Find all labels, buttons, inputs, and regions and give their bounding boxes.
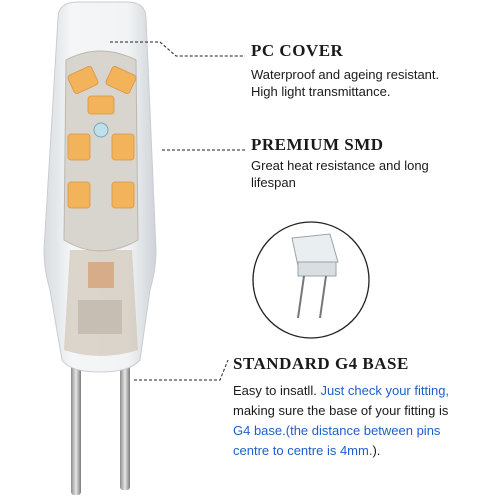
g4-base-line-1-a: Easy to insatll. bbox=[233, 383, 321, 398]
pc-cover-line-1: Waterproof and ageing resistant. bbox=[251, 67, 440, 82]
g4-base-line-2: making sure the base of your fitting is bbox=[233, 403, 449, 418]
left-pin bbox=[71, 355, 81, 495]
g4-base-description: Easy to insatll. Just check your fitting… bbox=[233, 381, 498, 461]
pc-cover-title: PC COVER bbox=[251, 41, 344, 60]
premium-smd-line-2: lifespan bbox=[251, 175, 296, 190]
g4-base-line-3-a: G4 base. bbox=[233, 423, 286, 438]
g4-base-line-3: G4 base.(the distance between pins bbox=[233, 421, 498, 441]
g4-base-line-1-b: Just check your fitting, bbox=[320, 383, 450, 398]
smd-led-chips bbox=[67, 66, 137, 209]
right-pin bbox=[120, 355, 130, 490]
g4-base-title: STANDARD G4 BASE bbox=[233, 354, 409, 373]
g4-base-line-4: centre to centre is 4mm.). bbox=[233, 441, 498, 461]
g4-base-line-3-b: (the distance between pins bbox=[285, 423, 441, 438]
g4-base-line-4-b: ). bbox=[372, 443, 381, 458]
pc-cover-line-2: High light transmittance. bbox=[251, 84, 391, 99]
premium-smd-title: PREMIUM SMD bbox=[251, 135, 384, 154]
g4-base-line-4-a: centre to centre is 4mm. bbox=[233, 443, 373, 458]
base-detail-callout bbox=[252, 221, 370, 339]
g4-base-line-1: Easy to insatll. Just check your fitting… bbox=[233, 381, 498, 401]
leader-lines bbox=[110, 41, 245, 381]
premium-smd-description: Great heat resistance and long lifespan bbox=[251, 157, 429, 191]
pc-cover-description: Waterproof and ageing resistant. High li… bbox=[251, 66, 439, 100]
premium-smd-line-1: Great heat resistance and long bbox=[251, 158, 429, 173]
